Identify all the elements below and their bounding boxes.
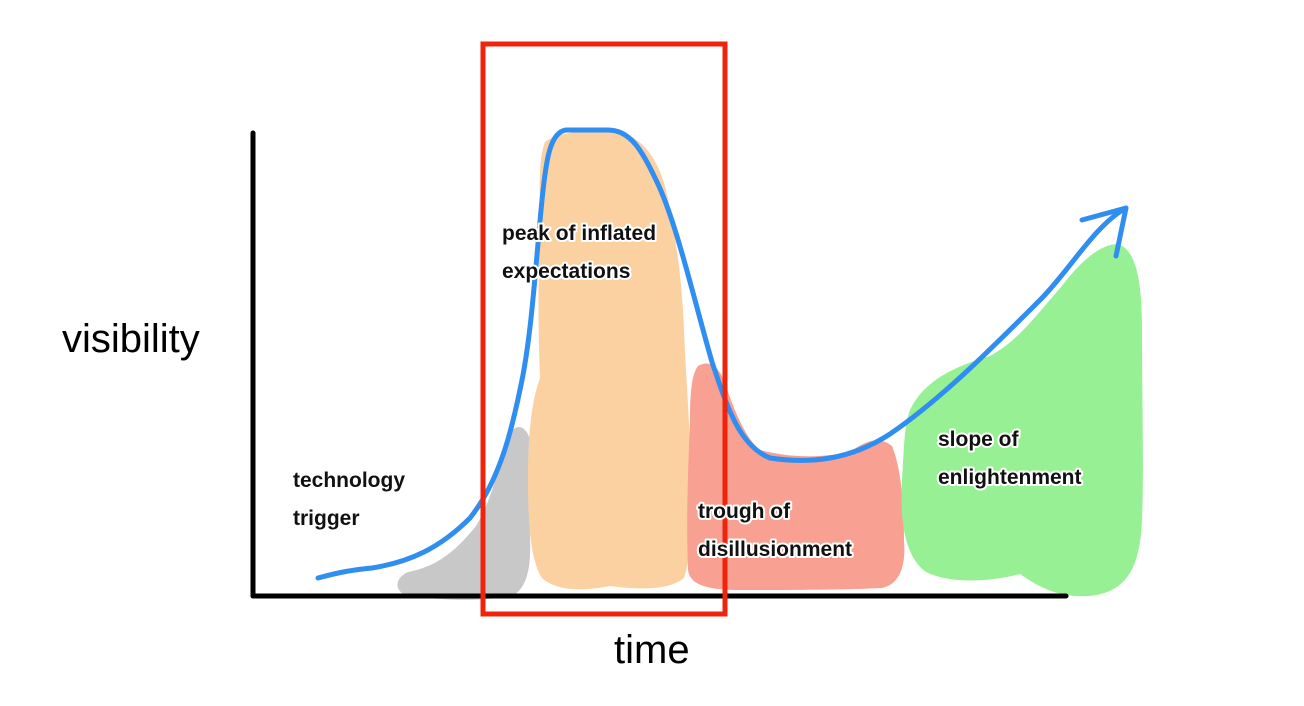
peak-highlight-box — [480, 41, 728, 617]
phase-labels: technology trigger peak of inflated expe… — [291, 220, 1084, 563]
trough-label: trough of disillusionment — [698, 500, 852, 561]
hype-curve — [315, 127, 1129, 581]
curve-arrowhead-icon — [1079, 205, 1129, 259]
y-axis-label: visibility — [62, 317, 200, 361]
slope-label: slope of enlightenment — [938, 428, 1082, 489]
peak-region — [528, 131, 691, 590]
slope-region — [901, 244, 1143, 597]
peak-label: peak of inflated expectations — [502, 222, 662, 283]
x-axis-label: time — [614, 628, 690, 672]
technology-trigger-label: technology trigger — [293, 469, 411, 530]
trough-region — [687, 363, 905, 590]
phase-regions — [397, 131, 1143, 600]
technology-trigger-region — [397, 426, 532, 600]
axes — [250, 130, 1069, 599]
